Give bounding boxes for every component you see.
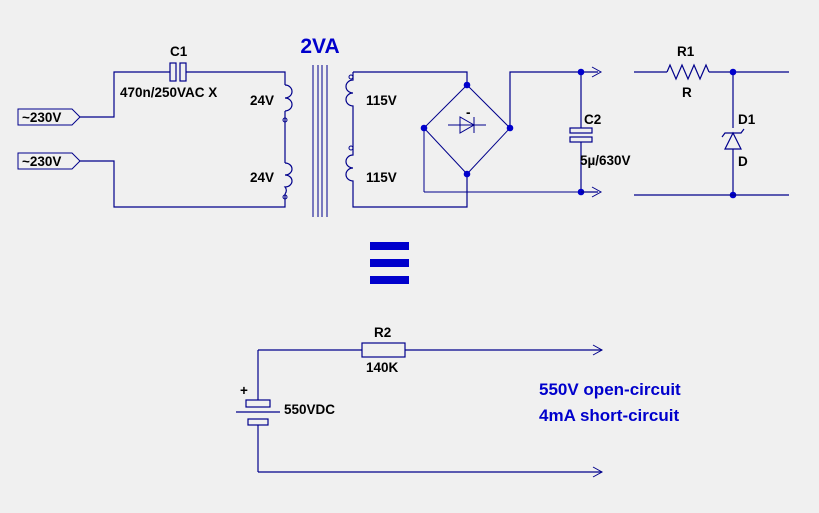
c2-value: 5µ/630V (580, 153, 631, 168)
c1-ref: C1 (170, 44, 188, 59)
terminal-icon (17, 108, 81, 126)
node-dot (463, 81, 471, 89)
node-dot (420, 124, 428, 132)
transformer-icon (282, 65, 354, 217)
node-dot (729, 68, 737, 76)
zener-diode-icon (721, 72, 745, 195)
node-dot (577, 68, 585, 76)
node-dot (506, 124, 514, 132)
input-label-bottom: ~230V (22, 154, 61, 169)
arrow-icon (592, 344, 604, 356)
secondary-voltage-bottom: 115V (366, 170, 397, 185)
primary-voltage-top: 24V (250, 93, 274, 108)
rectifier-mark: - (466, 105, 471, 120)
secondary-voltage-top: 115V (366, 93, 397, 108)
r1-value: R (682, 85, 692, 100)
wire-input-top (80, 71, 170, 118)
input-terminal-bottom: ~230V (17, 152, 81, 170)
wire-input-bottom (80, 160, 286, 208)
c2-capacitor-icon (569, 72, 593, 192)
arrow-icon (591, 66, 603, 78)
input-terminal-top: ~230V (17, 108, 81, 126)
r1-resistor-icon (666, 63, 710, 81)
node-dot (463, 170, 471, 178)
c1-capacitor-icon (169, 62, 187, 82)
c1-value: 470n/250VAC X (120, 85, 217, 100)
d1-value: D (738, 154, 748, 169)
r1-ref: R1 (677, 44, 695, 59)
equals-icon (370, 242, 409, 284)
arrow-icon (591, 186, 603, 198)
terminal-icon (17, 152, 81, 170)
input-label-top: ~230V (22, 110, 61, 125)
battery-value: 550VDC (284, 402, 335, 417)
c2-ref: C2 (584, 112, 601, 127)
wire-secondary-top (353, 71, 468, 85)
r2-resistor-icon (361, 342, 406, 358)
note-short-circuit: 4mA short-circuit (539, 406, 679, 425)
primary-voltage-bottom: 24V (250, 170, 274, 185)
wire-c1-primary (186, 71, 286, 85)
wire-rectifier-out (509, 71, 598, 128)
r2-value: 140K (366, 360, 399, 375)
battery-icon (236, 399, 280, 472)
bridge-rectifier-icon (423, 84, 581, 193)
r2-ref: R2 (374, 325, 391, 340)
transformer-rating: 2VA (300, 35, 339, 58)
d1-ref: D1 (738, 112, 756, 127)
note-open-circuit: 550V open-circuit (539, 380, 681, 399)
wire-secondary-bottom (352, 174, 468, 208)
arrow-icon (592, 466, 604, 478)
battery-plus: + (240, 383, 248, 398)
